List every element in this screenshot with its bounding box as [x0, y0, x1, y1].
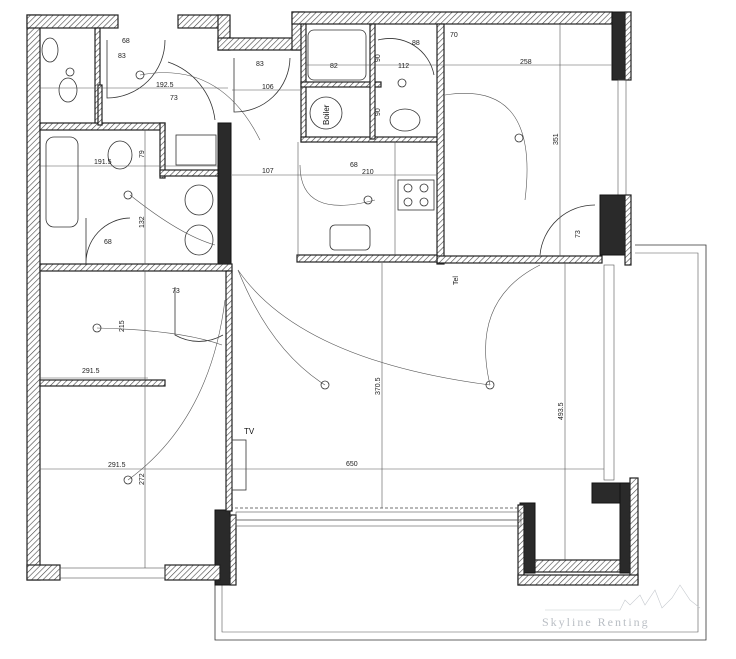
svg-text:215: 215 [119, 320, 126, 332]
svg-text:112: 112 [398, 63, 409, 70]
svg-text:73: 73 [172, 288, 180, 295]
shower-tray [307, 29, 367, 81]
interior-walls [39, 23, 603, 512]
watermark: Skyline Renting [542, 584, 701, 629]
svg-text:90: 90 [375, 54, 382, 62]
radiator [231, 439, 247, 491]
svg-text:68: 68 [350, 162, 358, 169]
electrical-lines [96, 72, 541, 481]
svg-text:107: 107 [262, 168, 274, 175]
svg-text:370.5: 370.5 [375, 377, 382, 395]
svg-text:79: 79 [139, 150, 146, 158]
svg-text:90: 90 [375, 108, 382, 116]
svg-text:68: 68 [104, 239, 112, 246]
boiler-label: Boiler [322, 104, 331, 125]
exterior-walls [26, 11, 639, 586]
boiler [309, 96, 343, 130]
svg-text:291.5: 291.5 [82, 368, 100, 375]
washer-dryer [175, 134, 217, 166]
tv-label: TV [244, 427, 255, 436]
svg-text:88: 88 [412, 40, 420, 47]
toilet [107, 140, 133, 170]
sink-2 [184, 224, 214, 256]
door-swings [85, 38, 596, 342]
svg-text:82: 82 [330, 63, 338, 70]
svg-text:493.5: 493.5 [558, 402, 565, 420]
svg-text:192.5: 192.5 [156, 82, 174, 89]
bathtub [45, 136, 79, 228]
svg-text:Skyline Renting: Skyline Renting [542, 615, 650, 629]
svg-text:70: 70 [450, 32, 458, 39]
svg-text:291.5: 291.5 [108, 462, 126, 469]
svg-text:83: 83 [118, 53, 126, 60]
svg-text:83: 83 [256, 61, 264, 68]
svg-text:Tel: Tel [453, 276, 460, 285]
cooktop [397, 179, 435, 211]
wc-sink [41, 37, 59, 63]
svg-text:132: 132 [139, 216, 146, 228]
terrace-outline [214, 244, 707, 641]
svg-text:73: 73 [170, 95, 178, 102]
light-points [65, 67, 524, 485]
kitchen-sink [329, 224, 371, 251]
svg-text:272: 272 [139, 473, 146, 485]
dimension-labels: 68 83 192.5 73 83 106 82 90 112 88 90 25… [82, 32, 582, 485]
svg-text:351: 351 [553, 133, 560, 145]
svg-text:106: 106 [262, 84, 274, 91]
fixtures: Boiler TV [41, 29, 435, 491]
toilet-wc [58, 77, 78, 103]
svg-text:68: 68 [122, 38, 130, 45]
sink-1 [184, 184, 214, 216]
svg-text:210: 210 [362, 169, 374, 176]
svg-text:191.5: 191.5 [94, 159, 112, 166]
svg-text:258: 258 [520, 59, 532, 66]
svg-text:650: 650 [346, 461, 358, 468]
svg-text:73: 73 [575, 230, 582, 238]
dimension-lines [40, 24, 612, 568]
bath2-sink [389, 108, 421, 132]
